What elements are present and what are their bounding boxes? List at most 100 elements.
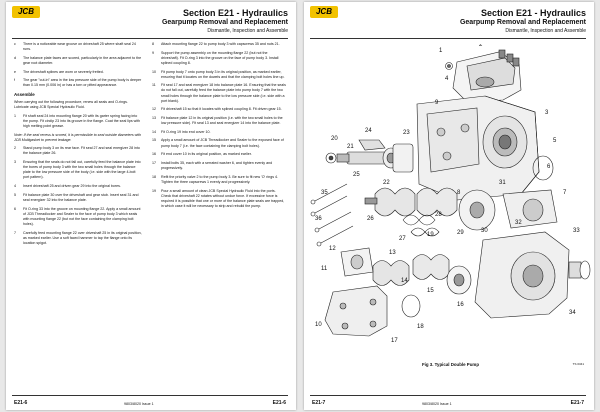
step-text: Attach mounting flange 22 to pump body 3… (161, 42, 280, 46)
step-number: 1 (14, 113, 16, 118)
step-text: Carefully feed mounting flange 22 over d… (23, 230, 142, 245)
part-label: 12 (329, 246, 336, 252)
part-label: 22 (383, 180, 390, 186)
part-label: 25 (353, 172, 360, 178)
part-label: 3 (545, 110, 549, 116)
part-label: 11 (321, 266, 328, 272)
step-number: f (14, 78, 15, 83)
part-label: 24 (365, 128, 372, 134)
part-label: 35 (321, 190, 328, 196)
step-text: Stand pump body 3 on its rear face. Fit … (23, 146, 140, 156)
part-label: 21 (347, 144, 354, 150)
assemble-heading: Assemble (14, 92, 35, 98)
part-label: 23 (403, 130, 410, 136)
step-text: The gear "cut-in" area in the low pressu… (23, 78, 142, 88)
section-subtitle: Dismantle, Inspection and Assemble (207, 28, 288, 34)
numbered-step: c There is a noticeable wear groove on dr… (14, 42, 142, 52)
numbered-step: 15 Apply a small amount of JCB Threadlock… (152, 138, 286, 148)
page-number-left: E21-7 (312, 400, 326, 406)
part-label: 9 (435, 100, 439, 106)
step-text: There is a noticeable wear groove on dri… (23, 42, 136, 52)
numbered-step: 4 Insert driveshaft 25 and driven gear 29… (14, 184, 142, 189)
page-number-right: E21-6 (272, 400, 286, 406)
step-text: Apply a small amount of JCB Threadlocker… (161, 138, 284, 148)
step-text: Fit pump body 7 onto pump body 3 in its … (161, 69, 285, 79)
step-text: Fit end cover 10 in its original positio… (161, 152, 252, 157)
section-title: Gearpump Removal and Replacement (161, 19, 288, 26)
part-label: 32 (515, 220, 522, 226)
step-text: Fit O-ring 33 into the groove on mountin… (23, 206, 141, 226)
step-number: 12 (152, 107, 156, 112)
step-number: 2 (14, 146, 16, 151)
part-label: 13 (389, 250, 396, 256)
assemble-intro: When carrying out the following procedur… (14, 100, 128, 110)
left-page-header: Section E21 - Hydraulics Gearpump Remova… (128, 8, 288, 35)
step-text: Fit seal 17 and seal energizer 18 into b… (161, 83, 286, 103)
part-label: 33 (573, 228, 580, 234)
section-subtitle: Dismantle, Inspection and Assemble (505, 28, 586, 34)
jcb-logo: JCB (12, 6, 40, 18)
part-label: 8 (457, 190, 461, 196)
step-number: 19 (152, 188, 156, 193)
step-text: Refit the priority valve 2 to the pump b… (161, 174, 279, 184)
section-heading: Section E21 - Hydraulics (480, 8, 586, 18)
step-text: The balance plate faces are scored, part… (23, 55, 142, 65)
numbered-step: e The driveshaft splines are worn or seve… (14, 70, 142, 75)
part-label: 15 (427, 288, 434, 294)
step-number: c (14, 42, 16, 46)
end-cover (324, 285, 421, 337)
step-text: Fit balance plate 12 in its original pos… (161, 116, 283, 126)
part-label: 5 (553, 138, 557, 144)
step-number: 18 (152, 174, 156, 179)
priority-valve (445, 49, 522, 103)
section-title: Gearpump Removal and Replacement (459, 19, 586, 26)
part-label: 31 (499, 180, 506, 186)
header-divider (310, 38, 586, 39)
numbered-step: d The balance plate faces are scored, par… (14, 56, 142, 66)
step-number: 17 (152, 160, 156, 165)
rear-pump-body (474, 231, 591, 319)
step-text: Support the pump assembly on the mountin… (161, 50, 279, 65)
part-label: 34 (569, 310, 576, 316)
left-column: c There is a noticeable wear groove on dr… (14, 42, 142, 249)
part-label: 17 (391, 338, 398, 344)
part-label: 10 (315, 322, 322, 328)
numbered-step: 2 Stand pump body 3 on its rear face. Fit… (14, 146, 142, 156)
step-text: Insert driveshaft 25 and driven gear 29 … (23, 184, 121, 189)
step-number: 15 (152, 138, 156, 143)
figure-caption: Fig 3. Typical Double Pump (422, 362, 480, 367)
right-page: JCB Section E21 - Hydraulics Gearpump Re… (304, 2, 594, 410)
numbered-step: 11 Fit seal 17 and seal energizer 18 into… (152, 83, 286, 103)
part-label: 2 (479, 44, 483, 48)
step-number: 16 (152, 152, 156, 157)
jcb-logo: JCB (310, 6, 338, 18)
step-text: The driveshaft splines are worn or sever… (23, 69, 104, 74)
part-label: 16 (457, 302, 464, 308)
step-number: 4 (14, 184, 16, 189)
numbered-step: 18 Refit the priority valve 2 to the pump… (152, 175, 286, 185)
step-text: Install bolts 35, each with a serrated w… (161, 160, 273, 171)
step-number: d (14, 55, 16, 60)
step-text: Fit balance plate 30 over the driveshaft… (23, 192, 139, 202)
footer-divider (12, 395, 288, 396)
part-label: 7 (563, 190, 567, 196)
part-label: 1 (439, 48, 443, 54)
numbered-step: 16 Fit end cover 10 in its original posit… (152, 152, 286, 157)
seal-rings (402, 155, 554, 237)
step-number: e (14, 69, 16, 74)
part-label: 20 (331, 136, 338, 142)
step-number: 11 (152, 83, 156, 88)
driveshaft-assembly (325, 139, 414, 173)
step-text: Fit O-ring 19 into end cover 10. (161, 129, 211, 134)
page-number-left: E21-6 (14, 400, 28, 406)
step-number: 6 (14, 206, 16, 211)
part-label: 28 (435, 212, 442, 218)
note-paragraph: Note: If the seal recess is scored, it i… (14, 132, 142, 142)
